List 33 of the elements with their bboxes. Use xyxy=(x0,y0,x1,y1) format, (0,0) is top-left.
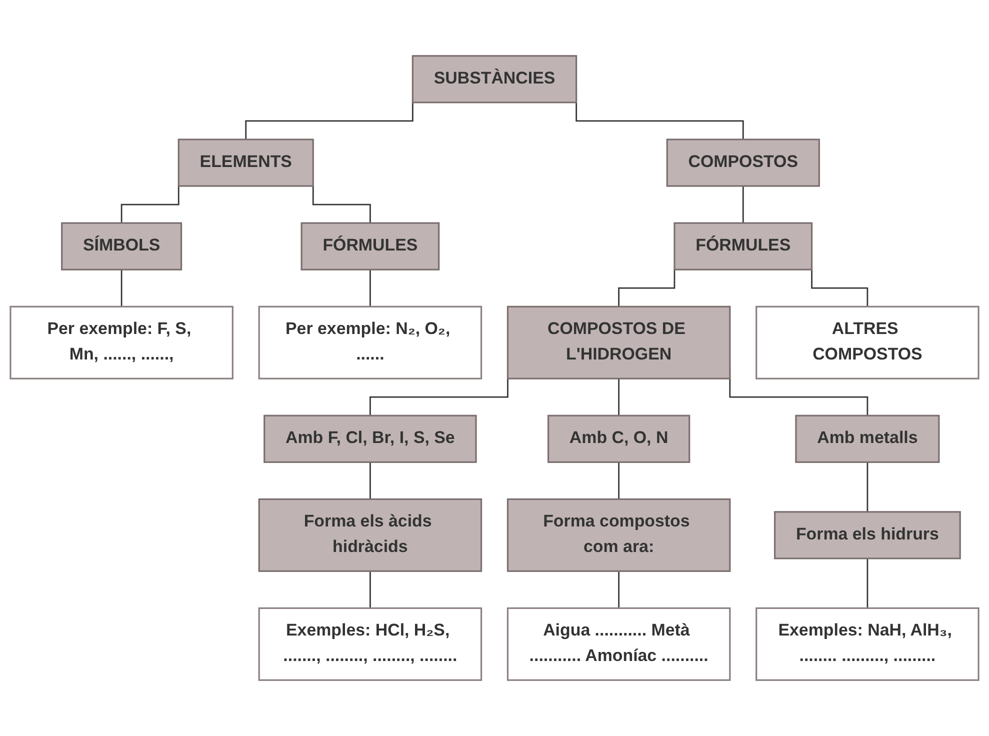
node-box: Amb C, O, N xyxy=(547,414,690,463)
node-box: Forma els àcids hidràcids xyxy=(258,498,482,572)
node-box: ELEMENTS xyxy=(178,138,314,187)
connector xyxy=(866,462,868,513)
node-box: FÓRMULES xyxy=(674,222,813,270)
node-box: Exemples: HCl, H₂S, ......., ........, ........, ........ xyxy=(258,607,482,681)
connector xyxy=(312,185,371,224)
node-box: Amb metalls xyxy=(795,414,940,463)
node-box: SUBSTÀNCIES xyxy=(412,55,578,104)
connector xyxy=(370,571,371,609)
node-box: COMPOSTOS DE L'HIDROGEN xyxy=(506,306,731,380)
node-box: FÓRMULES xyxy=(300,222,440,270)
node-box: COMPOSTOS xyxy=(666,138,820,187)
connector xyxy=(618,269,676,308)
node-box: Aigua ........... Metà ........... Amoníac .......... xyxy=(506,607,731,681)
connector xyxy=(811,269,868,308)
connector xyxy=(120,270,122,308)
connector xyxy=(866,558,868,609)
node-box: Forma els hidrurs xyxy=(774,511,961,560)
node-box: Per exemple: F, S, Mn, ......, ......, xyxy=(10,306,234,380)
connector xyxy=(618,571,620,609)
node-box: Exemples: NaH, AlH₃, ........ ........., ......... xyxy=(756,607,980,681)
connector xyxy=(370,270,371,308)
connector xyxy=(742,186,744,224)
connector xyxy=(618,378,620,416)
node-box: Per exemple: N₂, O₂, ...... xyxy=(258,306,482,380)
connector xyxy=(618,462,620,500)
node-box: ALTRES COMPOSTOS xyxy=(756,306,980,380)
node-box: SÍMBOLS xyxy=(61,222,182,270)
connector xyxy=(120,185,180,224)
node-box: Forma compostos com ara: xyxy=(506,498,731,572)
connector xyxy=(370,462,371,500)
node-box: Amb F, Cl, Br, I, S, Se xyxy=(264,414,477,463)
